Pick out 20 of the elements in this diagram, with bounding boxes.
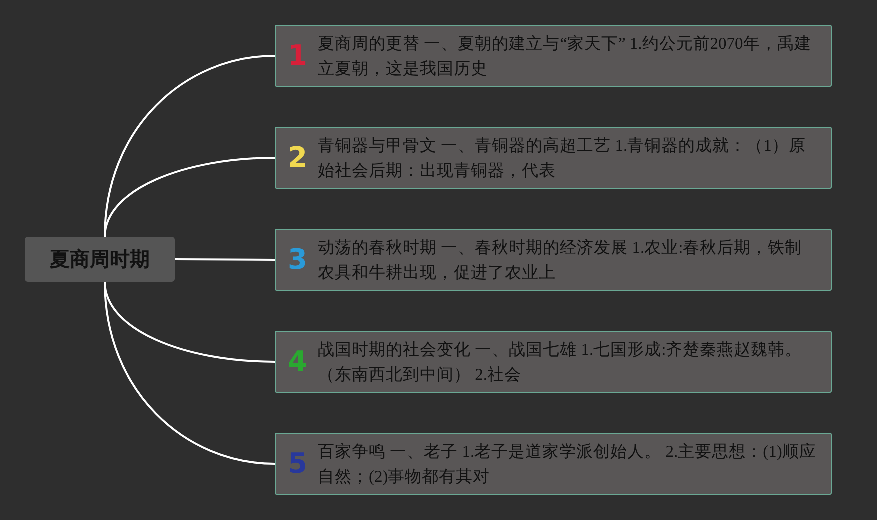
connector-line — [104, 282, 276, 465]
topic-box — [275, 127, 832, 189]
connector-line — [104, 157, 276, 238]
topic-number: 3 — [288, 245, 308, 275]
connector-line — [175, 258, 275, 261]
topic-text: 青铜器与甲骨文 一、青铜器的高超工艺 1.青铜器的成就：（1）原始社会后期：出现青铜器，代表 — [318, 135, 807, 182]
central-topic-box — [25, 237, 175, 282]
topic-number: 2 — [288, 143, 308, 173]
topic-text: 夏商周的更替 一、夏朝的建立与“家天下” 1.约公元前2070年，禹建立夏朝，这是我国历史 — [318, 33, 812, 80]
topic-number: 1 — [288, 41, 308, 71]
topic-title: 夏商周时期 — [50, 246, 150, 273]
topic-text: 动荡的春秋时期 一、春秋时期的经济发展 1.农业:春秋后期，铁制农具和牛耕出现，促进了农业上 — [318, 237, 804, 284]
topic-text: 百家争鸣 一、老子 1.老子是道家学派创始人。 2.主要思想：(1)顺应自然；(2)事物都有其对 — [318, 441, 818, 488]
topic-text: 战国时期的社会变化 一、战国七雄 1.七国形成:齐楚秦燕赵魏韩。（东南西北到中间） 2.社会 — [318, 339, 804, 386]
topic-box — [275, 229, 832, 291]
topic-box — [275, 433, 832, 495]
topic-box — [275, 25, 832, 87]
topic-box — [275, 331, 832, 393]
topic-number: 4 — [288, 347, 308, 377]
topic-number: 5 — [288, 449, 308, 479]
